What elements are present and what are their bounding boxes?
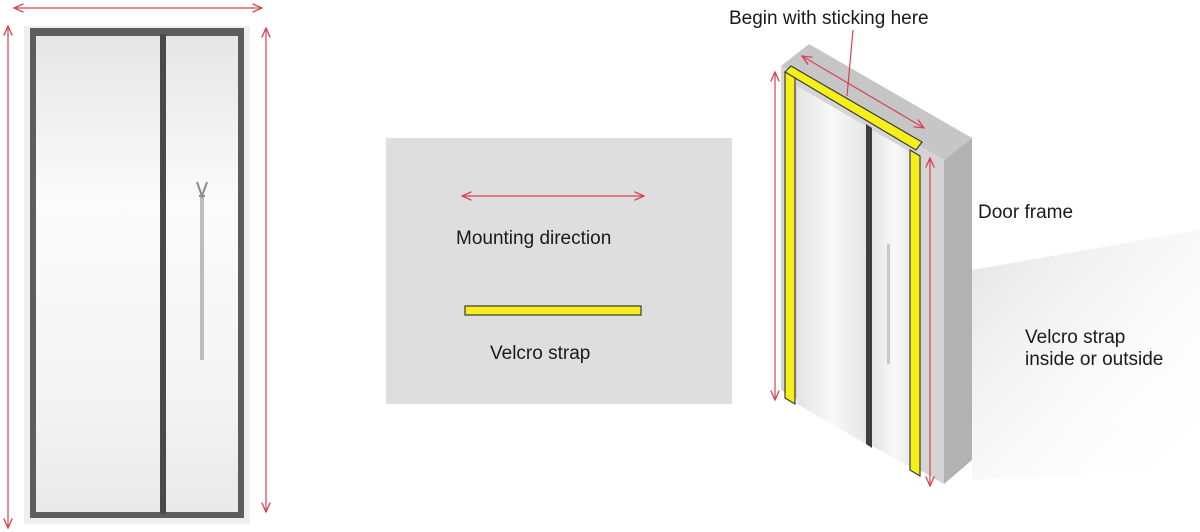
iso-right-panel [872, 130, 916, 470]
iso-center-seam [866, 124, 872, 448]
floor-shadow [972, 230, 1200, 480]
iso-left-panel [797, 86, 866, 444]
strap-position-label: Velcro strap inside or outside [1025, 327, 1163, 371]
velcro-strap-label: Velcro strap [490, 343, 591, 364]
begin-sticking-label: Begin with sticking here [729, 8, 929, 29]
left-curtain-panel [36, 36, 160, 512]
zipper [200, 196, 204, 360]
isometric-door-view [775, 29, 1200, 486]
mounting-direction-label: Mounting direction [456, 228, 612, 249]
velcro-strap-right [909, 148, 921, 478]
legend-box: Mounting direction Velcro strap [386, 138, 732, 404]
door-frame-label: Door frame [978, 202, 1074, 223]
iso-zipper [887, 244, 890, 364]
zipper-pull [196, 181, 208, 199]
center-seam [160, 34, 166, 514]
door-frame-side [944, 138, 972, 484]
strap-position-line-2: inside or outside [1025, 349, 1164, 370]
front-door-view [8, 8, 266, 528]
top-direction-arrow [802, 56, 924, 128]
legend-graphics [386, 138, 732, 316]
strap-position-line-1: Velcro strap [1025, 327, 1126, 348]
velcro-strap-swatch [464, 305, 642, 316]
velcro-strap-left [784, 70, 796, 406]
